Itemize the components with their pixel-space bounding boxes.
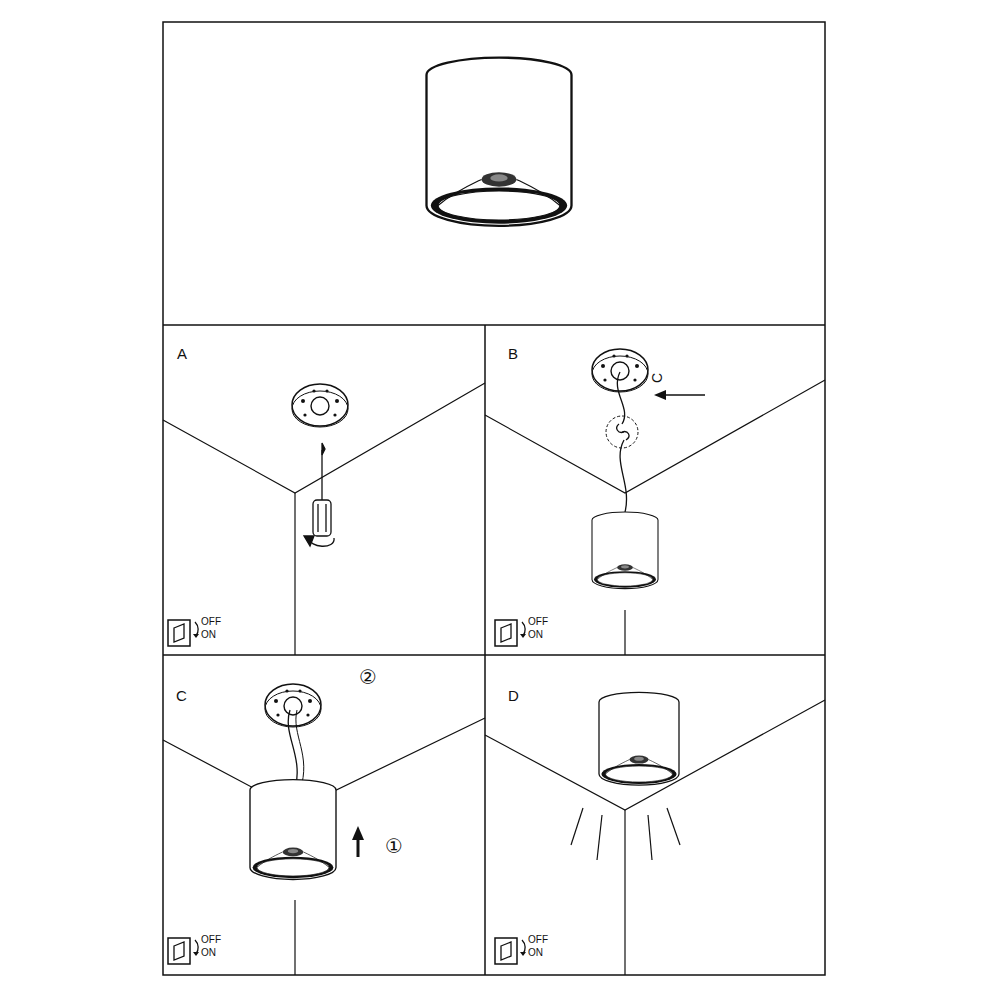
switch-state: OFF (528, 935, 548, 945)
switch-state: OFF (528, 617, 548, 627)
switch-state: OFF (201, 617, 221, 627)
switch-state: ON (528, 948, 543, 958)
panel-letter: B (508, 346, 518, 361)
panel-letter: C (176, 688, 187, 703)
switch-state: OFF (201, 935, 221, 945)
callout-number: ② (359, 667, 377, 687)
direction-letter: C (650, 373, 664, 383)
switch-state: ON (201, 948, 216, 958)
switch-state: ON (201, 630, 216, 640)
callout-number: ① (385, 836, 403, 856)
panel-letter: A (177, 346, 187, 361)
switch-state: ON (528, 630, 543, 640)
panel-letter: D (508, 688, 519, 703)
